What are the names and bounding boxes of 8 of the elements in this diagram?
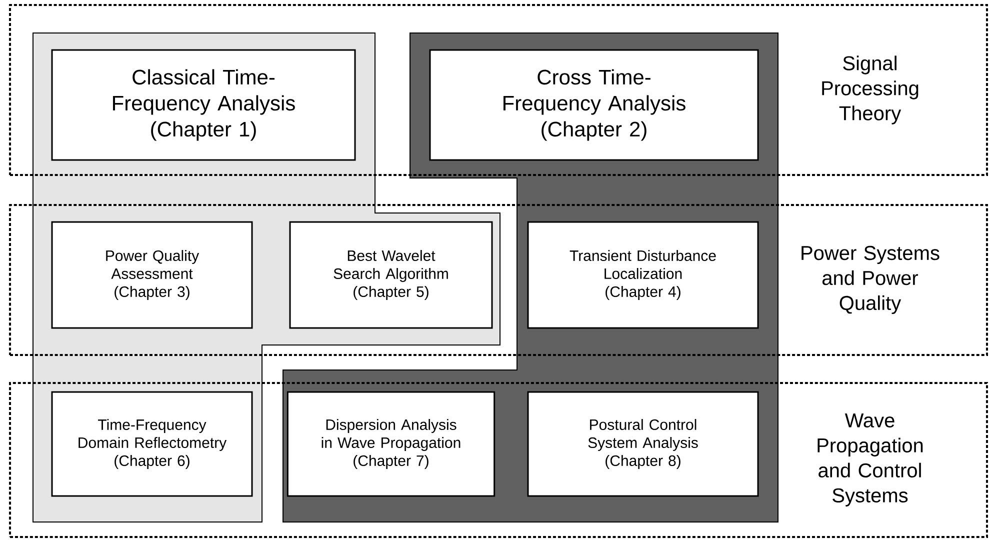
chapter-box: Cross Time-Frequency Analysis (Chapter 2) bbox=[429, 49, 759, 161]
chapter-box: Best Wavelet Search Algorithm (Chapter 5) bbox=[289, 221, 493, 329]
chapter-box: Classical Time-Frequency Analysis (Chapter 1) bbox=[51, 49, 356, 161]
chapter-box: Postural Control System Analysis (Chapter 8) bbox=[527, 391, 759, 497]
chapter-box: Time-Frequency Domain Reflectometry (Chapter 6) bbox=[51, 391, 253, 497]
chapter-box: Transient Disturbance Localization (Chapter 4) bbox=[527, 221, 759, 329]
chapter-box: Dispersion Analysis in Wave Propagation (Chapter 7) bbox=[286, 391, 496, 497]
chapter-box: Power Quality Assessment (Chapter 3) bbox=[51, 221, 253, 329]
